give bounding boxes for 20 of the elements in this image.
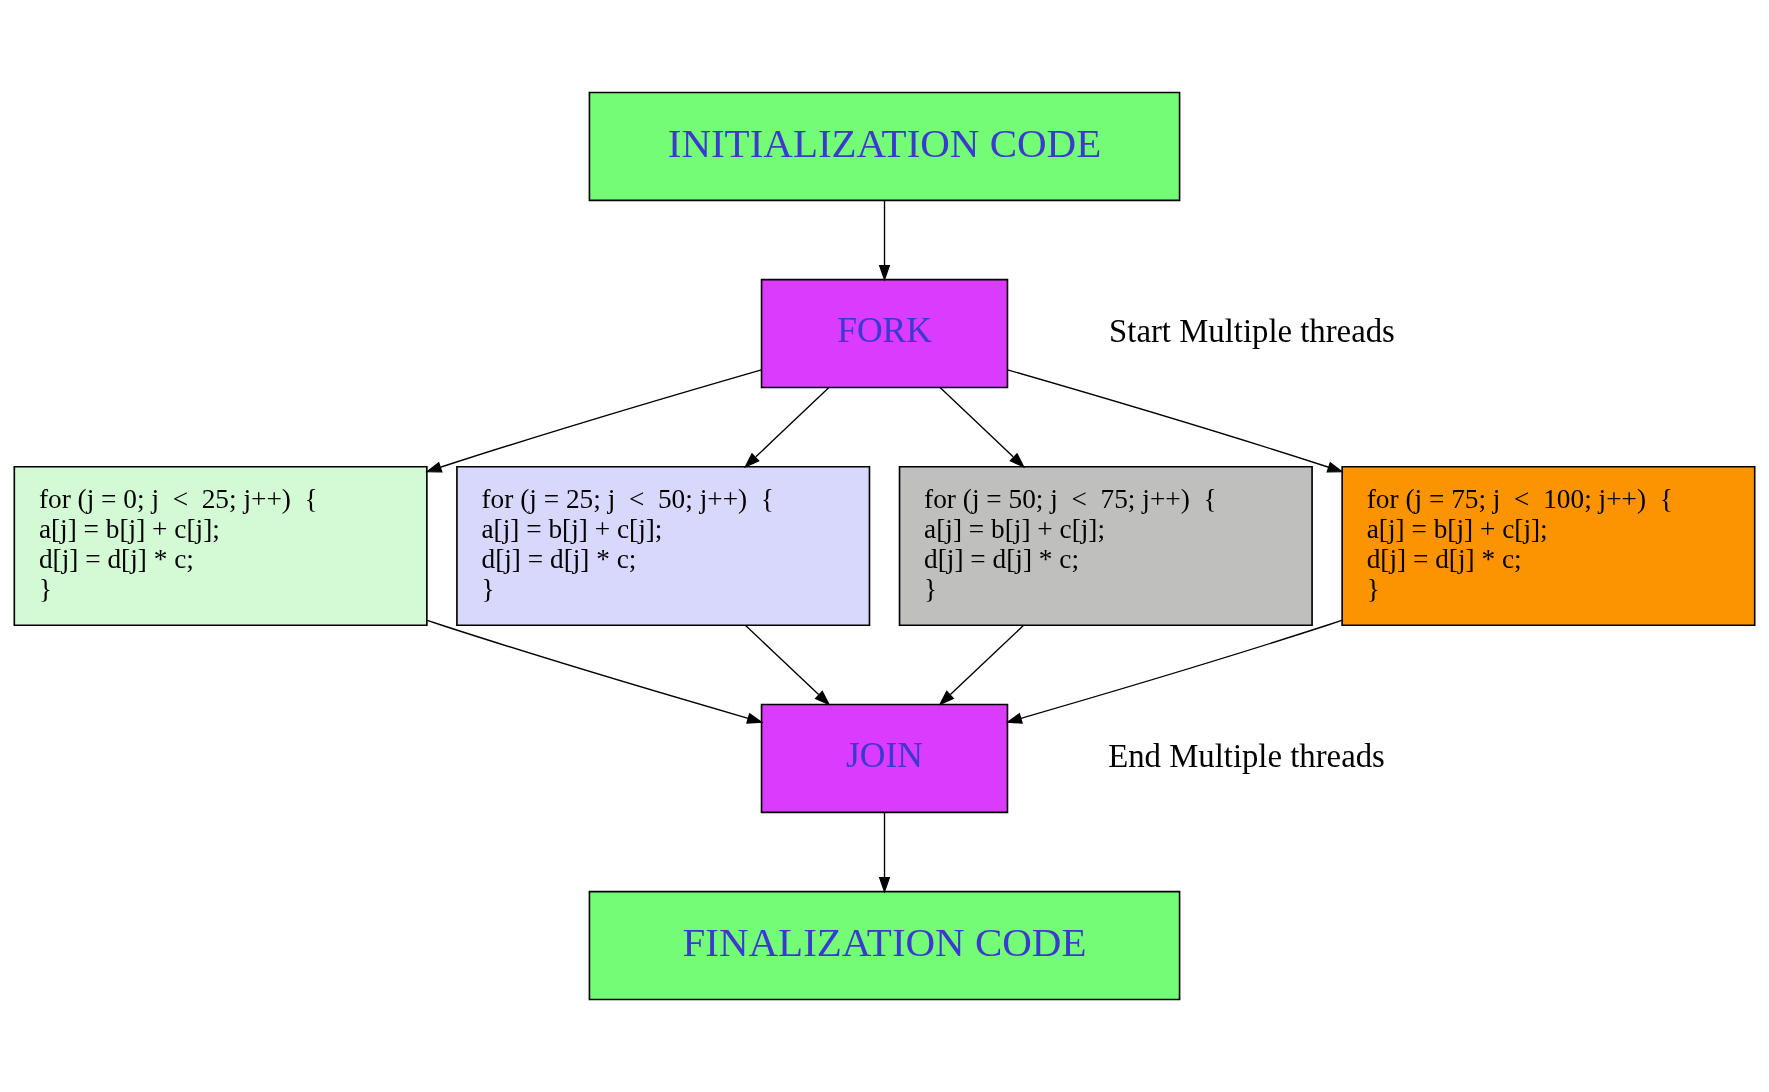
- node-box: FINALIZATION CODE: [588, 890, 1181, 1001]
- arrow: [1006, 369, 1344, 473]
- node-label: End Multiple threads: [1108, 737, 1385, 774]
- arrow: [743, 387, 830, 469]
- arrow: [878, 199, 891, 282]
- node-box: for (j = 50; j < 75; j++) { a[j] = b[j] + c[j]; d[j] = d[j] * c; }: [898, 465, 1313, 627]
- arrow: [1005, 619, 1343, 724]
- arrow: [426, 619, 764, 724]
- arrow: [744, 624, 831, 706]
- arrow: [878, 811, 891, 894]
- node-box: INITIALIZATION CODE: [588, 91, 1181, 202]
- arrow: [938, 624, 1025, 706]
- node-box: for (j = 25; j < 50; j++) { a[j] = b[j] + c[j]; d[j] = d[j] * c; }: [456, 465, 871, 627]
- node-label: Start Multiple threads: [1109, 313, 1395, 350]
- node-box: JOIN: [760, 703, 1009, 814]
- arrow: [939, 387, 1026, 469]
- node-box: for (j = 75; j < 100; j++) { a[j] = b[j] + c[j]; d[j] = d[j] * c; }: [1341, 465, 1756, 627]
- node-box: FORK: [760, 278, 1009, 389]
- arrow: [425, 369, 763, 473]
- node-box: for (j = 0; j < 25; j++) { a[j] = b[j] + c[j]; d[j] = d[j] * c; }: [13, 465, 428, 627]
